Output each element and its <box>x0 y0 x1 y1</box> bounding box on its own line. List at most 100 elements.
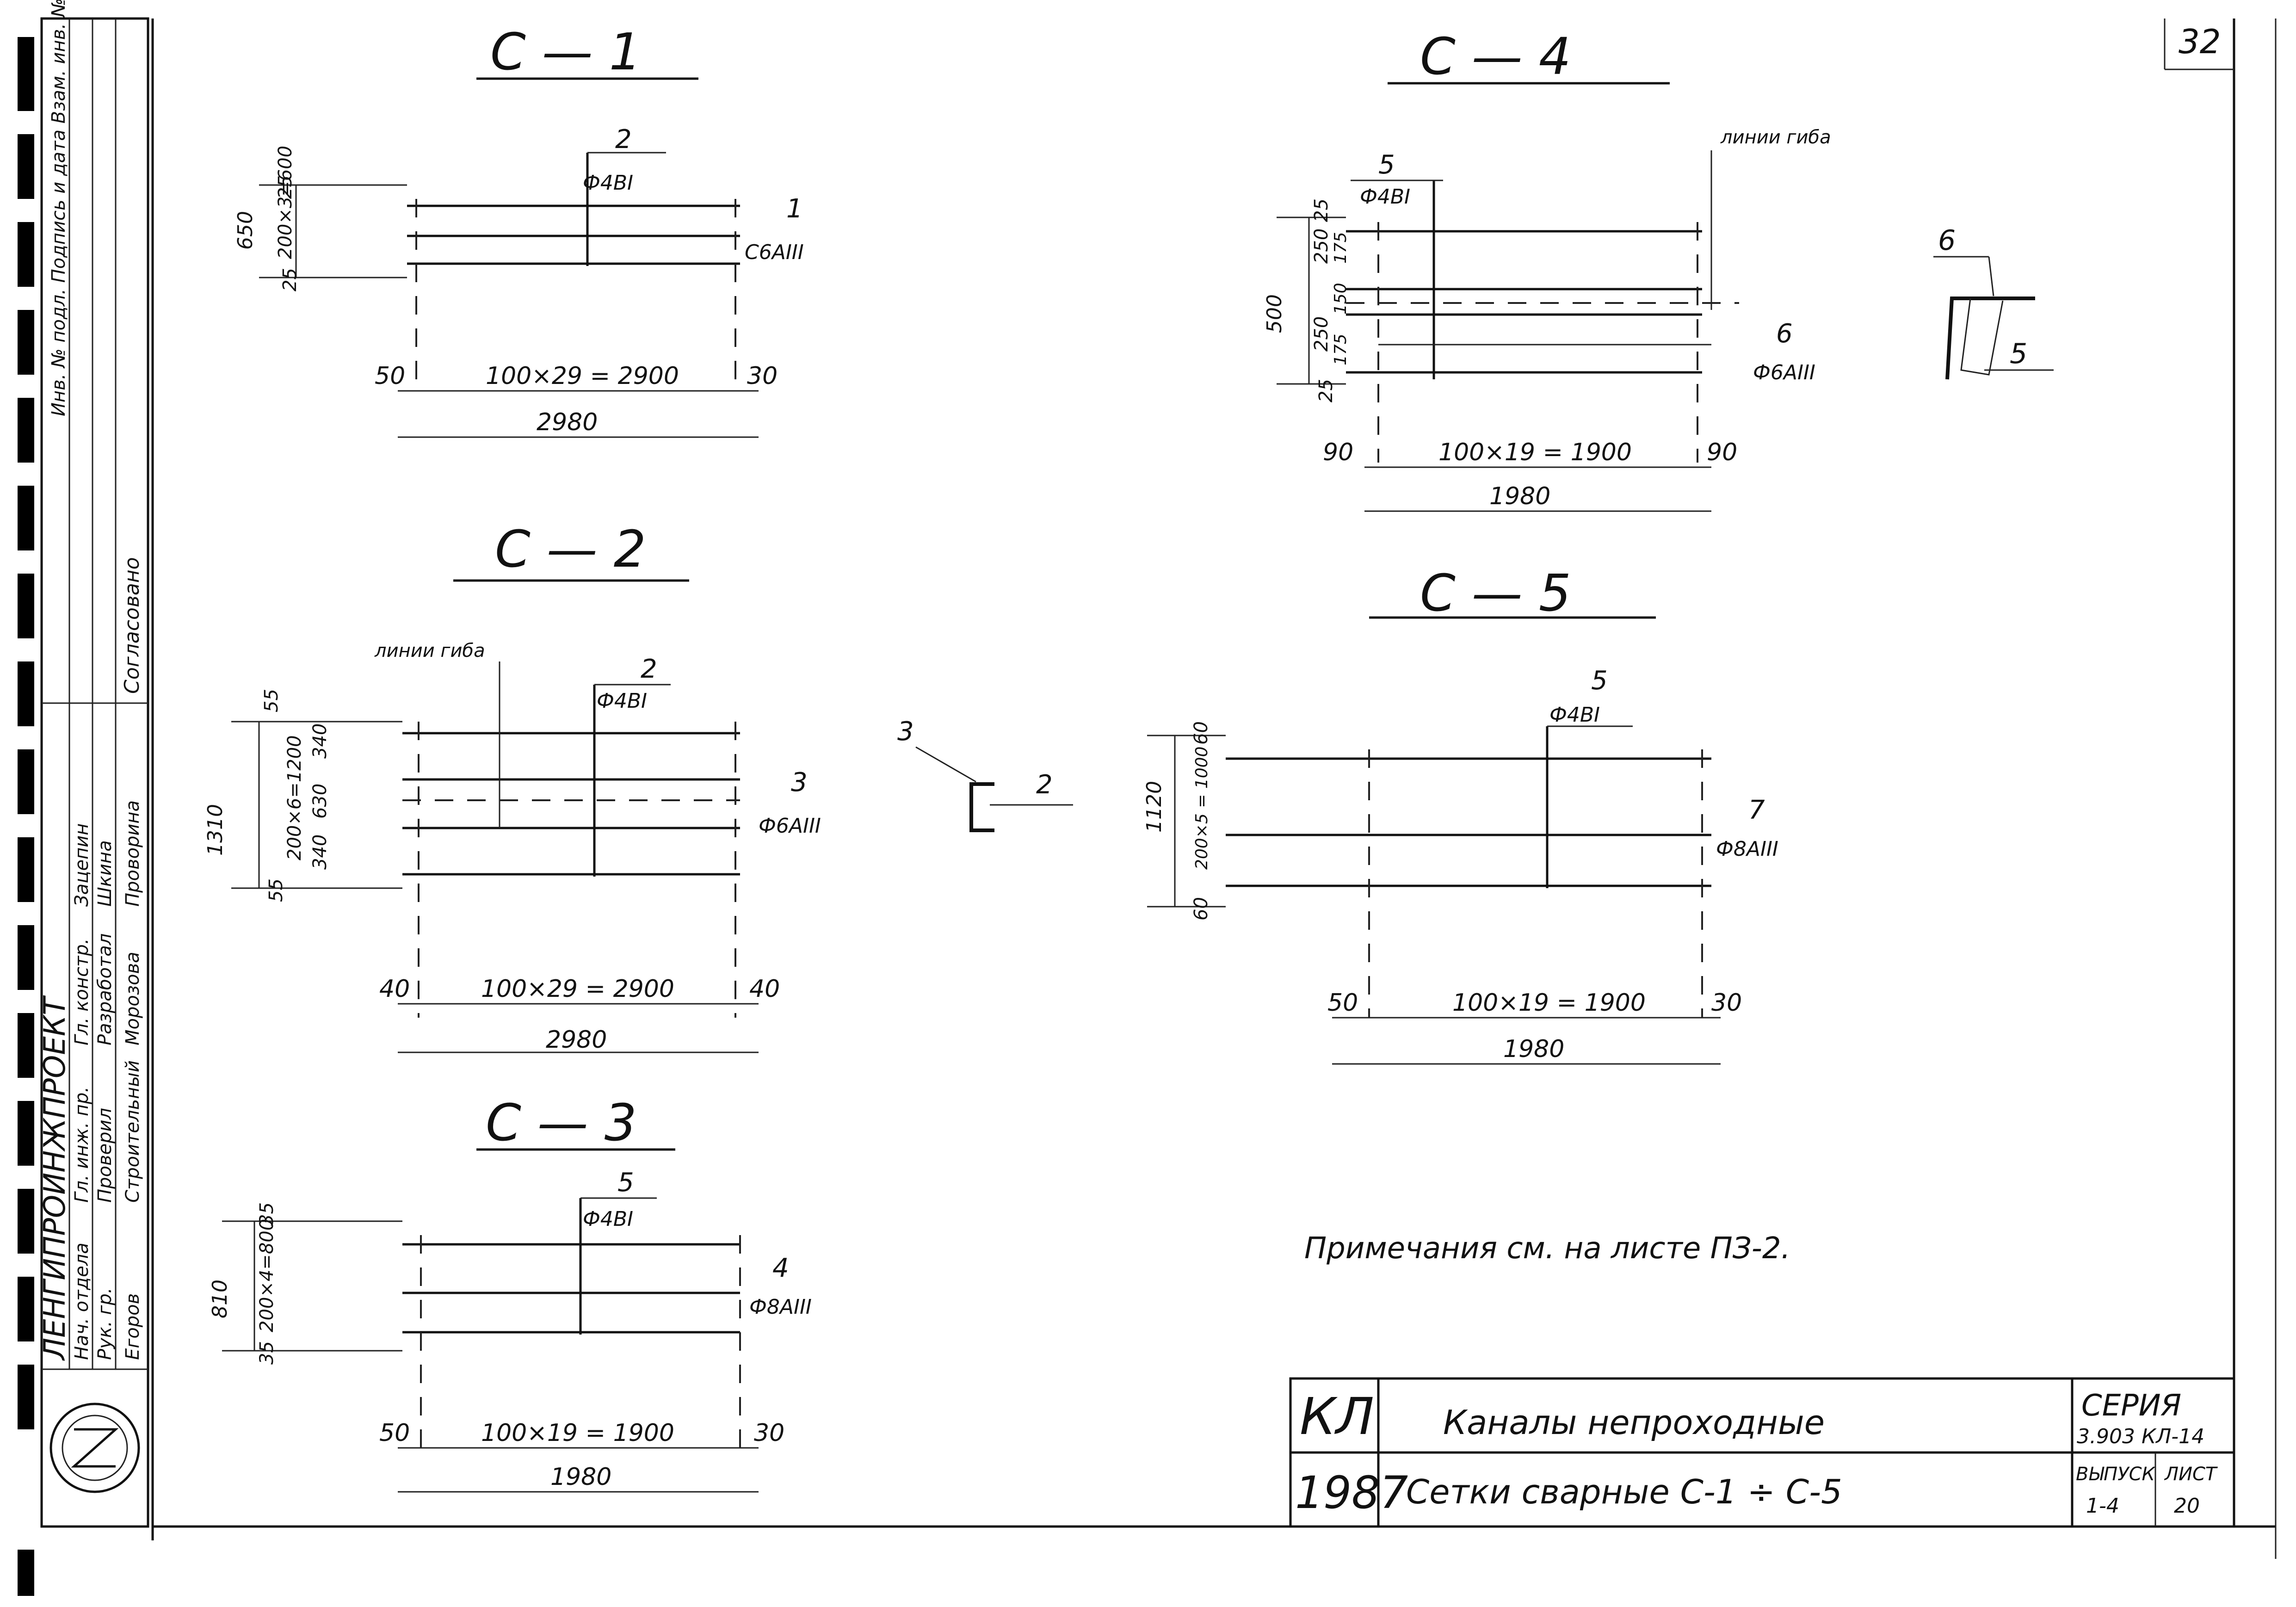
c4-pos-right-num: 6 <box>1776 319 1793 349</box>
mesh-c1: С — 1 2 Ф4ВI 1 С6АIII 650 25 200×3=600 2… <box>234 22 804 438</box>
c2-pos-right-num: 3 <box>791 767 808 797</box>
stamp-name-5: Шкина <box>94 840 116 907</box>
c2-dim-right: 40 <box>749 975 780 1003</box>
c2-dim-sub-a: 340 <box>309 834 331 870</box>
series-label: СЕРИЯ <box>2081 1389 2181 1423</box>
c4-dim-spacing: 100×19 = 1900 <box>1438 439 1632 466</box>
mesh-c5: С — 5 5 Ф4ВI 7 Ф8АIII 1120 60 200×5 = 10… <box>1142 563 1778 1065</box>
c1-pos-right-num: 1 <box>786 194 803 224</box>
page-number: 32 <box>2179 22 2221 61</box>
c4-dim-left: 90 <box>1323 439 1353 466</box>
stamp-name-6: Зацепин <box>71 823 93 907</box>
title-year: 1987 <box>1295 1467 1408 1519</box>
issue-label: ВЫПУСК <box>2076 1464 2156 1485</box>
c2-pos-top-label: Ф4ВI <box>597 689 647 713</box>
c5-pos-top-num: 5 <box>1591 666 1608 696</box>
mesh-c2: С — 2 линии гиба 2 Ф4ВI 3 Ф6АIII 1310 55… <box>204 519 821 1054</box>
c4-dim-bottom: 25 <box>1315 379 1337 402</box>
c5-pos-right-num: 7 <box>1748 795 1765 825</box>
stamp-row-2: Гл. инж. пр. <box>71 1087 93 1203</box>
c1-dim-right: 30 <box>747 362 778 390</box>
c4-dim-d: 150 <box>1331 283 1350 315</box>
c1-dim-top: 25 <box>275 175 296 199</box>
c1-dim-left: 50 <box>375 362 405 390</box>
c4-title: С — 4 <box>1420 27 1571 86</box>
c5-dim-total: 1980 <box>1503 1035 1564 1063</box>
c4-section-num-b: 5 <box>2010 338 2027 370</box>
c4-pos-top-num: 5 <box>1378 150 1395 180</box>
detail-num-b: 2 <box>1036 770 1053 800</box>
c4-dim-a: 250 <box>1311 229 1332 264</box>
c1-dim-mid: 200×3=600 <box>275 146 296 259</box>
c1-dim-spacing: 100×29 = 2900 <box>486 362 679 390</box>
c1-pos-top-num: 2 <box>615 124 632 155</box>
c4-pos-top-label: Ф4ВI <box>1360 185 1410 209</box>
c1-dim-total: 2980 <box>537 408 598 436</box>
sheet-value: 20 <box>2174 1494 2200 1518</box>
c2-dim-spacing: 100×29 = 2900 <box>481 975 674 1003</box>
c5-title: С — 5 <box>1420 563 1571 623</box>
stamp-row-3: Гл. констр. <box>71 939 93 1045</box>
c5-pos-right-label: Ф8АIII <box>1716 837 1778 861</box>
c5-pos-top-label: Ф4ВI <box>1549 703 1600 727</box>
c3-dim-spacing: 100×19 = 1900 <box>481 1419 674 1447</box>
stamp-row-5: Проверил <box>94 1108 116 1203</box>
c2-dim-mid: 200×6=1200 <box>284 735 305 860</box>
c2-title: С — 2 <box>495 519 646 579</box>
c4-dim-top: 25 <box>1311 198 1332 222</box>
c4-dim-c: 175 <box>1331 232 1350 264</box>
c1-pos-right-label: С6АIII <box>745 241 804 264</box>
c3-dim-mid: 200×4=800 <box>256 1219 278 1332</box>
stamp-name-1: Егоров <box>122 1293 143 1360</box>
c3-pos-top-num: 5 <box>617 1168 634 1198</box>
title-block: КЛ 1987 Каналы непроходные Сетки сварные… <box>1289 1377 2235 1528</box>
c4-dim-b: 250 <box>1311 316 1332 352</box>
c4-cut-note: линии гиба <box>1720 127 1831 148</box>
stamp-org: ЛЕНГИПРОИНЖПРОЕКТ <box>38 995 72 1361</box>
c3-pos-top-label: Ф4ВI <box>583 1207 633 1231</box>
c1-dim-bottom: 25 <box>279 268 301 291</box>
c5-dim-right: 30 <box>1711 989 1742 1017</box>
c3-dim-right: 30 <box>754 1419 784 1447</box>
c3-pos-right-label: Ф8АIII <box>749 1295 812 1319</box>
c2-dim-sub-b: 630 <box>309 784 331 819</box>
title-code: КЛ <box>1300 1387 1374 1446</box>
registration-marks <box>18 37 34 1596</box>
c3-dim-height: 810 <box>208 1279 232 1318</box>
stamp-header-a: Согласовано <box>120 557 144 694</box>
c5-dim-left: 50 <box>1327 989 1358 1017</box>
detail-c2-section: 3 2 <box>897 717 1073 832</box>
stamp-row-4: Рук. гр. <box>94 1287 116 1360</box>
c3-dim-top: 35 <box>256 1202 278 1226</box>
c1-dim-height: 650 <box>234 211 257 250</box>
c2-pos-top-num: 2 <box>641 654 657 684</box>
c4-dim-e: 175 <box>1331 334 1350 365</box>
side-stamp: ЛЕНГИПРОИНЖПРОЕКТ Нач. отдела Гл. инж. п… <box>38 0 149 1528</box>
stamp-header-b: Инв. № подл. Подпись и дата Взам. инв. № <box>48 0 69 416</box>
detail-num-a: 3 <box>897 717 914 747</box>
c5-dim-top: 60 <box>1191 721 1212 745</box>
c5-dim-spacing: 100×19 = 1900 <box>1452 989 1646 1017</box>
c2-dim-total: 2980 <box>546 1026 607 1054</box>
title-main: Каналы непроходные <box>1443 1403 1825 1442</box>
c2-dim-sub-c: 340 <box>309 723 331 759</box>
c1-title: С — 1 <box>490 22 642 81</box>
c3-dim-total: 1980 <box>550 1463 611 1491</box>
org-logo-icon <box>49 1403 140 1493</box>
c2-cut-note: линии гиба <box>374 640 485 661</box>
c3-title: С — 3 <box>486 1093 637 1152</box>
c3-pos-right-num: 4 <box>772 1253 789 1283</box>
c4-dim-height: 500 <box>1263 294 1286 333</box>
c2-dim-top: 55 <box>261 689 282 712</box>
c4-pos-right-label: Ф6АIII <box>1753 361 1815 384</box>
c4-dim-right: 90 <box>1707 439 1737 466</box>
c5-dim-mid: 200×5 = 1000 <box>1192 747 1211 870</box>
c5-dim-height: 1120 <box>1142 781 1166 833</box>
c1-pos-top-label: Ф4ВI <box>583 171 633 195</box>
issue-value: 1-4 <box>2086 1494 2119 1518</box>
stamp-row-1: Нач. отдела <box>71 1242 93 1360</box>
note-text: Примечания см. на листе ПЗ-2. <box>1304 1231 1790 1266</box>
c4-section-num-a: 6 <box>1938 224 1956 257</box>
c2-dim-height: 1310 <box>204 804 227 856</box>
